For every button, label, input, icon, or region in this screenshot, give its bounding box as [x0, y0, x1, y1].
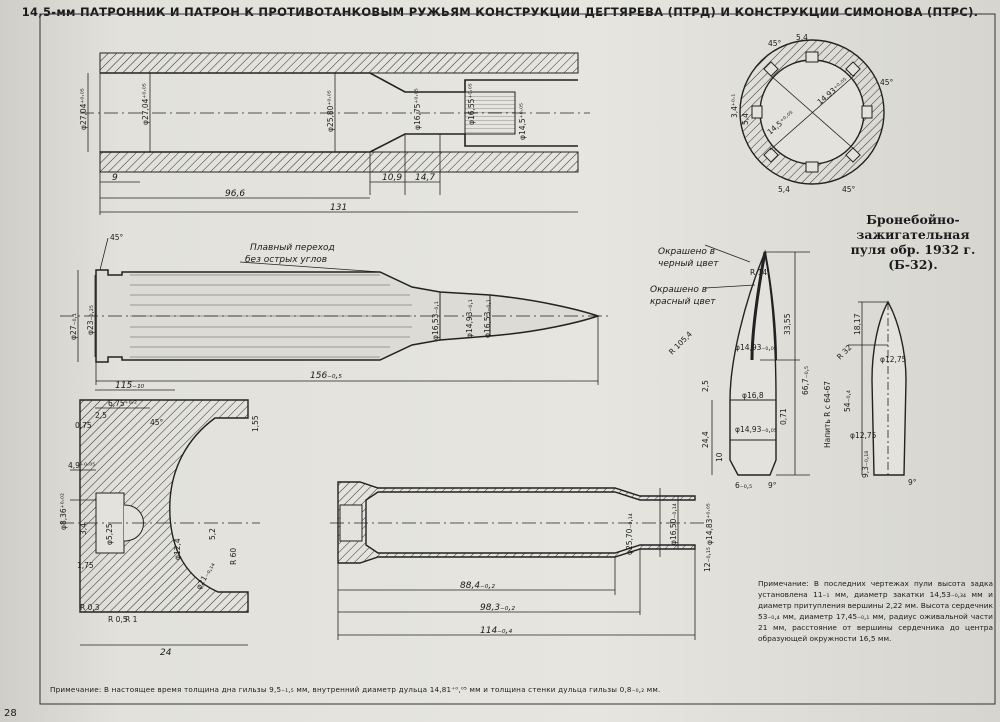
- cartridge-dim-5: φ16,53₋₀,₁: [483, 299, 492, 338]
- case-dim-2: φ16,50₋₀,₁₄: [669, 503, 678, 545]
- note-right: Примечание: В последних чертежах пули вы…: [758, 579, 993, 643]
- rifling-width-2: 3,4⁺⁰·¹: [730, 94, 739, 118]
- case-length-3: 114₋₀,₄: [480, 626, 512, 636]
- base-radius-2: R 60: [229, 548, 238, 565]
- bullet-length-1: 0,71: [779, 408, 788, 425]
- base-section: [60, 389, 260, 646]
- chamber-dim-6: φ14,5⁺⁰·⁰⁵: [518, 103, 527, 140]
- base-length-5: 4,9⁺⁰·⁰⁵: [68, 461, 95, 470]
- case-section: [330, 481, 705, 640]
- chamber-dim-1: φ27,04⁺⁰·⁰⁵: [79, 88, 88, 130]
- page-number: 28: [4, 708, 17, 719]
- cartridge-dim-2: φ23₋₀,₂₅: [86, 305, 95, 335]
- base-radius-5: R 1: [125, 615, 138, 624]
- base-length-2: 6,75⁺⁰·²: [108, 399, 137, 408]
- chamber-length-2: 96,6: [225, 189, 245, 199]
- bullet-length-2: 6₋₀,₅: [735, 481, 752, 490]
- cartridge-note-2: без острых углов: [245, 255, 327, 265]
- bullet-radius-2: R 105,4: [667, 329, 694, 356]
- base-radius-4: R 0,5: [108, 615, 128, 624]
- sheet-title: 14,5-мм ПАТРОННИК И ПАТРОН К ПРОТИВОТАНК…: [21, 5, 979, 19]
- rifling-angle-3: 45°: [880, 78, 894, 87]
- base-angle: 45°: [150, 418, 164, 427]
- base-length-4: 0,75: [75, 421, 92, 430]
- chamber-length-4: 14,7: [415, 173, 435, 183]
- base-dim-3: φ5,25: [105, 523, 114, 545]
- bullet-height-3: 2,5: [701, 380, 710, 392]
- cartridge-dim-3: φ16,53₋₀,₁: [431, 301, 440, 340]
- bullet-radius-1: R 14: [750, 268, 767, 277]
- base-length-6: 24: [160, 648, 172, 658]
- cartridge-note-1: Плавный переход: [250, 243, 335, 253]
- core-height-1: 18,17: [853, 313, 862, 335]
- base-length-3: 2,5: [95, 411, 107, 420]
- cartridge-view: [60, 237, 610, 385]
- case-dim-3: φ14,83⁺⁰·⁰⁵: [705, 503, 714, 545]
- cartridge-length: 156₋₀,₅: [310, 371, 342, 381]
- bullet-dim-1: φ14,93₋₀,₀₅: [735, 343, 777, 352]
- chamber-dim-5: φ16,55⁺⁰·⁰⁵: [467, 83, 476, 125]
- chamber-length-1: 9: [112, 173, 118, 183]
- base-dim-4: 1,75: [77, 561, 94, 570]
- rifling-angle-5: 5,4: [778, 185, 790, 194]
- chamber-dim-3: φ25,80⁺⁰·⁰⁵: [326, 90, 335, 132]
- base-length-1: 115₋₁₀: [115, 381, 145, 391]
- cartridge-dim-1: φ27₋₀,₁: [69, 313, 78, 340]
- bullet-dim-2: φ14,93₋₀,₀₅: [735, 425, 777, 434]
- note-bottom: Примечание: В настоящее время толщина дн…: [50, 685, 661, 694]
- core-dim-2: φ12,75: [850, 431, 877, 440]
- bullet-color-2: Окрашено в: [650, 285, 707, 295]
- core-dim-1: φ12,75: [880, 355, 907, 364]
- rifling-angle-2: 5,4: [796, 33, 808, 42]
- base-dim-1: φ8,36⁺⁰·⁰²: [59, 493, 68, 530]
- rifling-width-1: 5,4: [741, 113, 750, 125]
- sheet-border: [39, 13, 996, 705]
- rifling-angle-4: 45°: [842, 185, 856, 194]
- bullet-height-4: 24,4: [701, 431, 710, 448]
- bullet-caption: Бронебойно-зажигательная пуля обр. 1932 …: [850, 212, 976, 272]
- core-section: [848, 300, 907, 478]
- chamber-dim-2: φ27,04⁺⁰·⁰⁵: [141, 83, 150, 125]
- case-length-1: 88,4₋₀,₂: [460, 581, 495, 591]
- bullet-angle: 9°: [768, 481, 777, 490]
- bullet-dim-3: φ16,8: [742, 391, 764, 400]
- core-material: Напить R с 64-67: [823, 381, 832, 448]
- base-radius-1: 1,55: [251, 415, 260, 432]
- core-length-1: 54₋₀,₄: [843, 390, 852, 412]
- bullet-height-1: 33,55: [783, 313, 792, 335]
- rifling-section: [739, 39, 885, 185]
- chamber-length-5: 131: [330, 203, 347, 213]
- case-length-2: 98,3₋₀,₂: [480, 603, 515, 613]
- core-radius: R 32: [835, 343, 854, 362]
- chamber-dim-4: φ16,75⁺⁰·⁰⁵: [413, 88, 422, 130]
- rifling-angle-1: 45°: [768, 39, 782, 48]
- bullet-section: [704, 244, 810, 476]
- bullet-color-1b: черный цвет: [658, 259, 719, 269]
- case-dim-1: φ25,70₋₀,₁₄: [625, 513, 634, 555]
- chamber-section: [80, 52, 590, 215]
- bullet-color-1: Окрашено в: [658, 247, 715, 257]
- bullet-height-5: 10: [715, 452, 724, 462]
- chamber-length-3: 10,9: [382, 173, 402, 183]
- core-length-2: 9,3₋₀,₁₈: [861, 451, 870, 478]
- case-length-4: 12₋₀,₁₅: [703, 547, 712, 572]
- base-dim-7: 5,2: [208, 528, 217, 540]
- base-dim-5: φ12,4: [173, 538, 182, 560]
- cartridge-angle: 45°: [110, 233, 124, 242]
- base-dim-2: 3,4: [79, 523, 88, 535]
- bullet-height-2: 66,7₋₀,₅: [801, 366, 810, 395]
- core-angle: 9°: [908, 478, 917, 487]
- bullet-color-2b: красный цвет: [650, 297, 716, 307]
- base-radius-3: R 0,3: [80, 603, 100, 612]
- cartridge-dim-4: φ14,93₋₀,₁: [465, 299, 474, 338]
